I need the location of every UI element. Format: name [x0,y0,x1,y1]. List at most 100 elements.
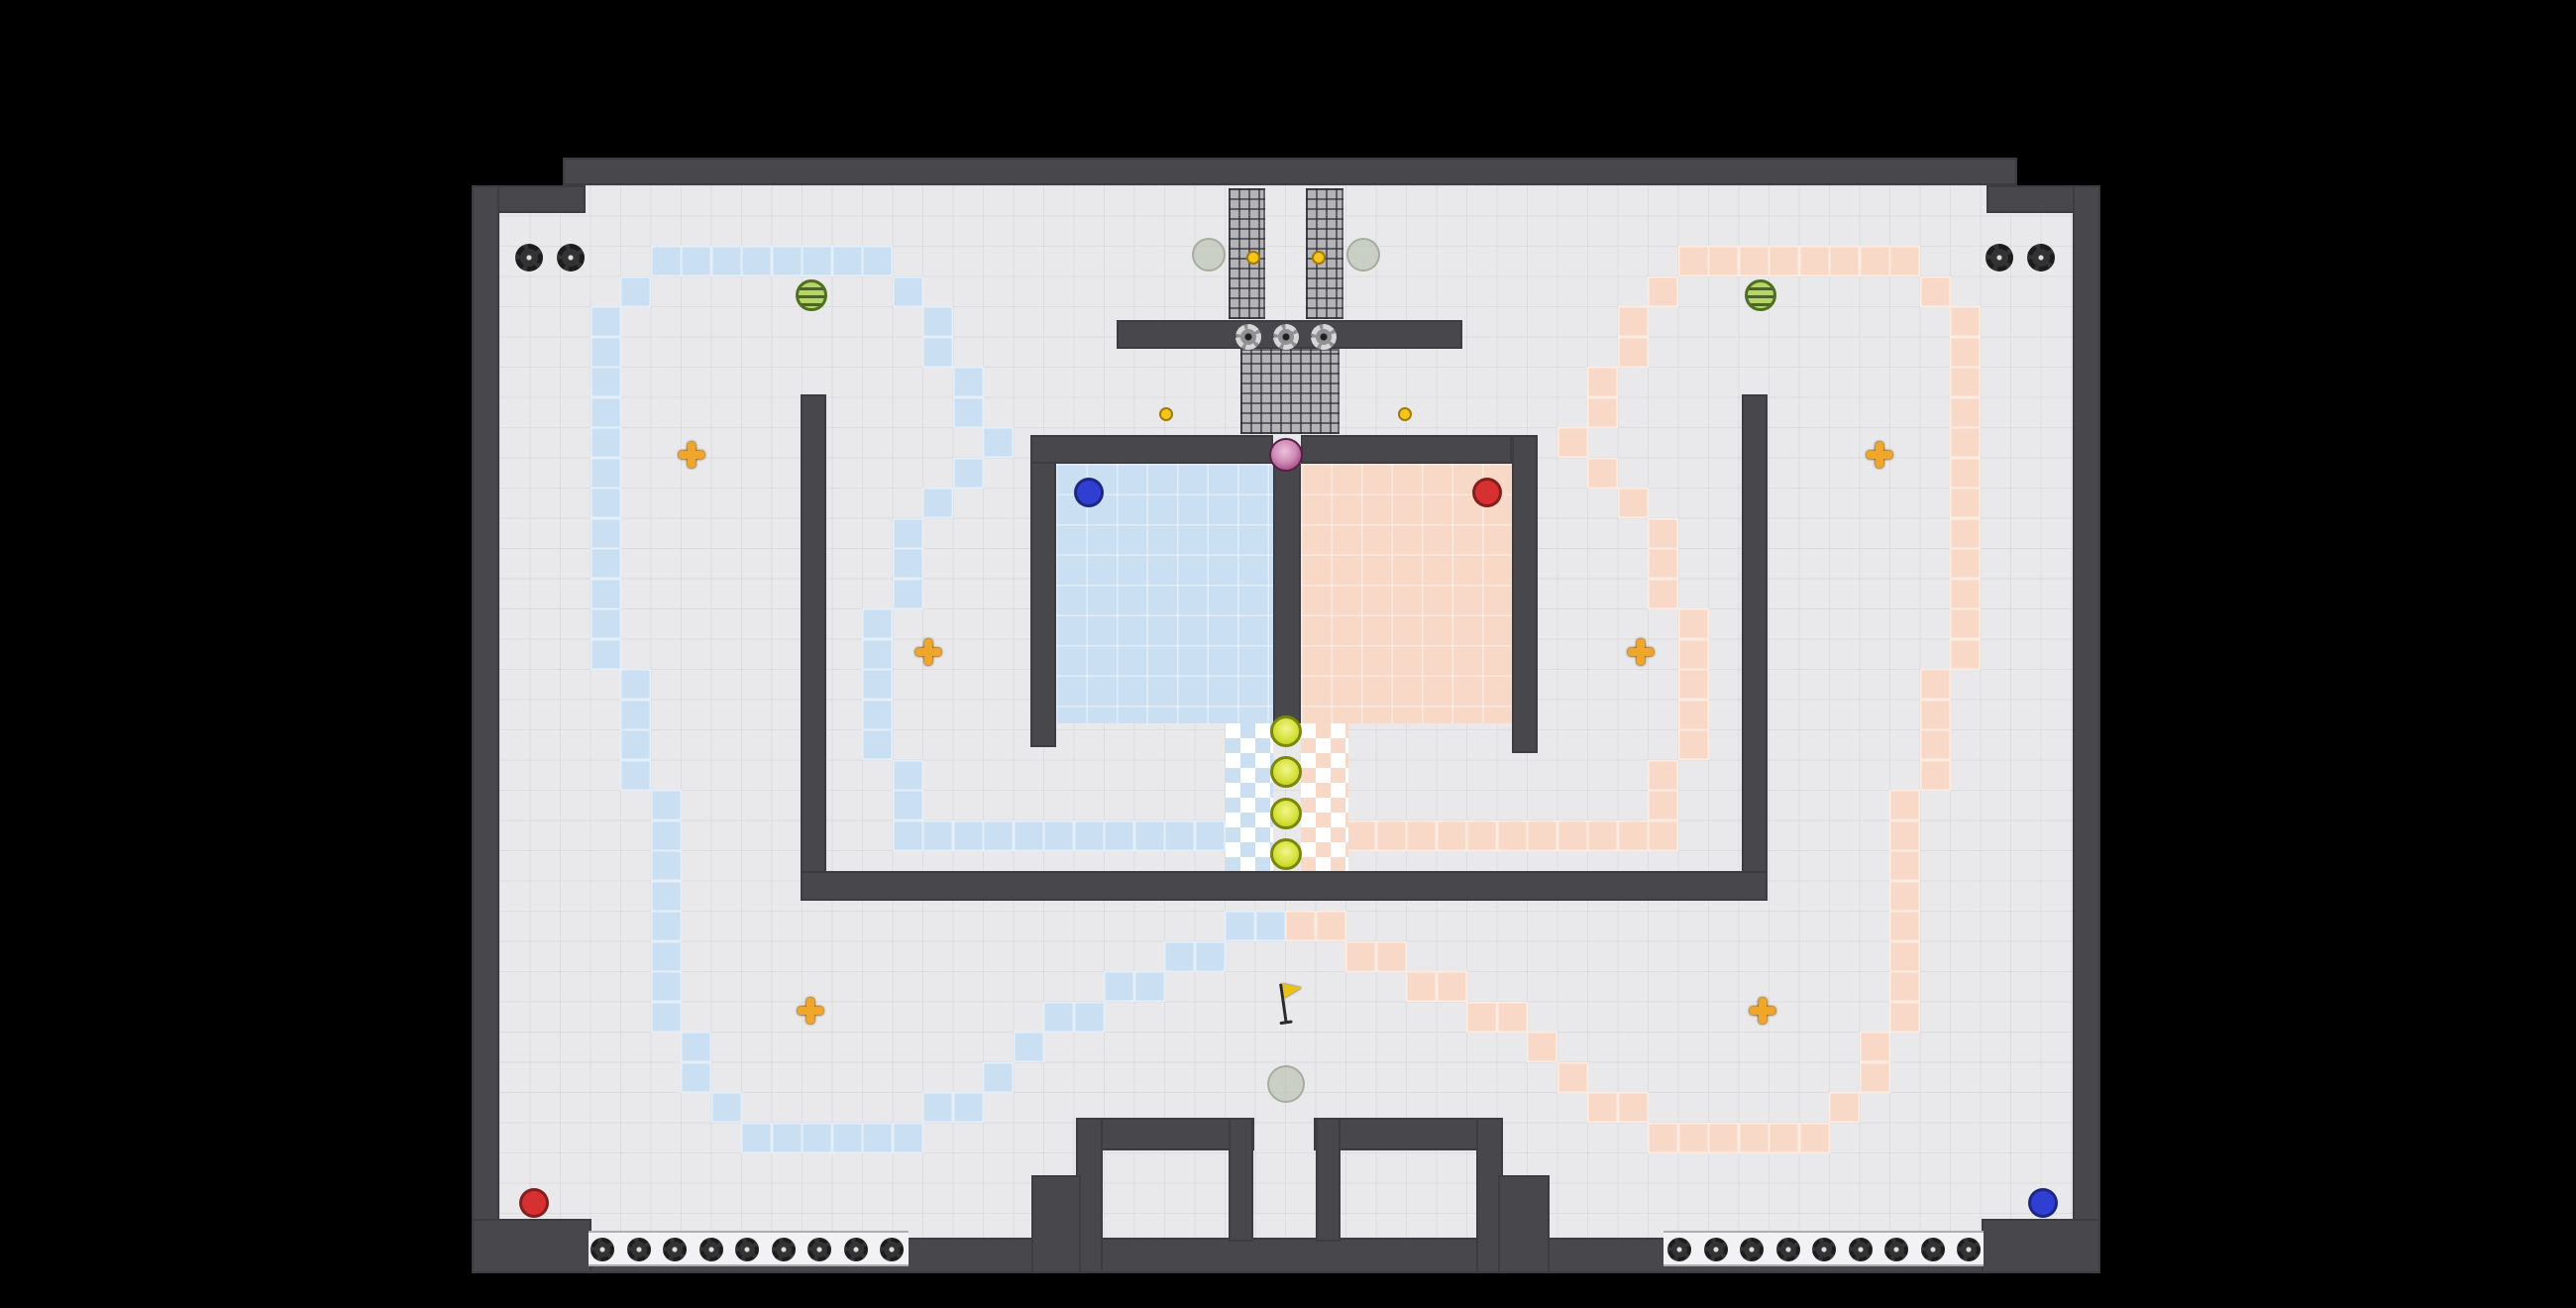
trail-tile-pink [1677,729,1709,760]
u-wall-bottom [801,871,1768,901]
trail-tile-pink [1315,911,1346,941]
trail-tile-pink [1950,396,1981,428]
trail-tile-pink [1587,367,1618,397]
player-ball-blue [2028,1188,2058,1218]
trail-tile-blue [1133,819,1165,851]
trail-tile-pink [1648,1122,1678,1153]
trail-tile-pink [1798,1122,1830,1153]
trail-tile-blue [741,1122,772,1153]
trail-tile-pink [1798,246,1830,276]
trail-tile-blue [983,427,1014,458]
trail-tile-pink [1648,790,1678,820]
trail-tile-blue [862,638,893,670]
trail-tile-blue [1043,819,1074,851]
trail-tile-pink [1677,638,1709,670]
trail-tile-pink [1648,548,1678,579]
bounce-orb [1270,715,1302,747]
gold-dot [1398,407,1412,421]
mine-gear [698,1238,723,1261]
mine-gear [771,1238,796,1261]
trail-tile-pink [1889,911,1920,941]
trail-tile-blue [590,427,621,458]
trail-tile-blue [892,819,923,851]
spring-pad [796,279,827,311]
trail-tile-pink [1889,1001,1920,1033]
trail-tile-pink [1950,638,1981,670]
room-blue [1056,464,1273,723]
exit-flag [1267,979,1307,1029]
trail-tile-blue [922,819,953,851]
mine-gear [843,1238,868,1261]
trail-tile-blue [590,548,621,579]
door-channel-right [1316,1118,1341,1242]
trail-tile-pink [1527,819,1557,851]
trail-tile-blue [831,1122,863,1153]
trail-tile-blue [590,336,621,368]
corner-block-bottom-left [472,1219,591,1273]
trail-tile-blue [952,819,984,851]
trail-tile-blue [650,880,682,912]
trail-tile-blue [620,699,651,730]
chamber-wall-right [1512,435,1538,753]
trail-tile-blue [983,1061,1014,1093]
trail-tile-pink [1587,819,1618,851]
door-channel-left [1229,1118,1253,1242]
trail-tile-blue [1194,819,1226,851]
bounce-orb [1270,756,1302,788]
trail-tile-pink [1829,246,1860,276]
trail-tile-pink [1738,1122,1770,1153]
trail-tile-pink [1889,971,1920,1002]
mine-gear [1740,1238,1764,1261]
ghost-orb [1267,1065,1305,1103]
trail-tile-pink [1919,759,1951,791]
trail-tile-blue [590,367,621,397]
trail-tile-pink [1677,1122,1709,1153]
checker-zone-pink [1301,723,1348,871]
trail-tile-pink [1919,729,1951,760]
mine-gear [1884,1238,1908,1261]
ghost-orb [1192,238,1226,272]
trail-tile-blue [650,246,682,276]
trail-tile-blue [590,488,621,518]
mine-gear [626,1238,651,1261]
trail-tile-blue [681,1032,711,1062]
trail-tile-pink [1345,819,1376,851]
trail-tile-blue [922,336,953,368]
trail-tile-blue [1164,940,1195,972]
trail-tile-blue [831,246,863,276]
trail-tile-blue [862,699,893,730]
trail-tile-pink [1708,246,1739,276]
mine-gear [735,1238,759,1261]
trail-tile-pink [1617,336,1649,368]
trail-tile-blue [1013,1032,1044,1062]
trail-tile-blue [650,911,682,941]
trail-tile-blue [892,275,923,307]
trail-tile-pink [1648,578,1678,609]
u-wall-right [1742,394,1768,901]
gold-dot [1312,251,1326,265]
trail-tile-blue [741,246,772,276]
trail-tile-blue [1225,911,1255,941]
mine-gear [1848,1238,1873,1261]
trail-tile-blue [1073,1001,1105,1033]
flag-base [1279,1020,1293,1026]
mine-gear [1920,1238,1945,1261]
trail-tile-blue [590,306,621,337]
gold-switch [798,998,823,1024]
trail-tile-pink [1919,275,1951,307]
trail-tile-pink [1496,1001,1528,1033]
trail-tile-blue [771,1122,803,1153]
gold-switch [1628,639,1654,665]
trail-tile-pink [1769,246,1799,276]
trail-tile-pink [1617,488,1649,518]
outer-wall-right [2073,185,2100,1273]
trail-tile-blue [952,1092,984,1123]
door-step-right [1498,1175,1550,1273]
trail-tile-blue [771,246,803,276]
trail-tile-blue [862,608,893,639]
trail-tile-pink [1648,517,1678,549]
flag-pennant-icon [1282,980,1303,999]
trail-tile-pink [1496,819,1528,851]
trail-tile-blue [681,1061,711,1093]
